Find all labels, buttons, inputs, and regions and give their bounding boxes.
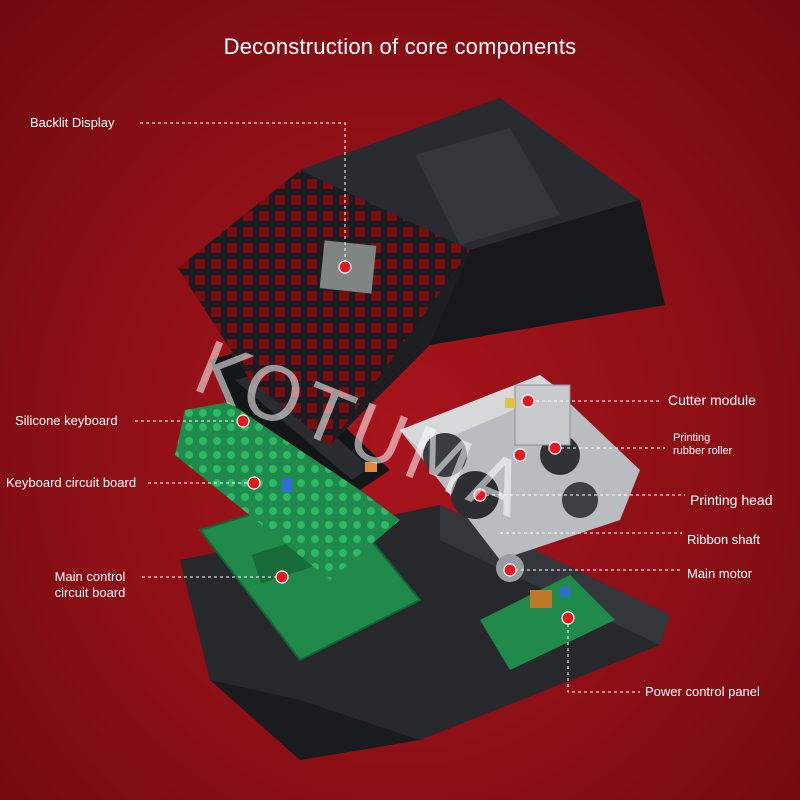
label-printing-roller: Printing rubber roller <box>673 432 732 458</box>
label-main-control-line2: circuit board <box>54 585 126 600</box>
figure-title: Deconstruction of core components <box>223 34 577 59</box>
label-cutter-module: Cutter module <box>668 392 756 408</box>
marker-silicone-keyboard <box>236 414 250 428</box>
label-keyboard-circuit-board: Keyboard circuit board <box>6 475 137 490</box>
label-printing-head: Printing head <box>690 492 773 508</box>
label-ribbon-shaft: Ribbon shaft <box>687 532 760 547</box>
marker-power-control-panel <box>561 611 575 625</box>
leader-lines <box>135 122 685 693</box>
power-panel-shape <box>480 575 615 670</box>
marker-printing-roller-2 <box>513 448 527 462</box>
marker-printing-head <box>473 488 487 502</box>
label-silicone-keyboard: Silicone keyboard <box>15 413 118 428</box>
marker-main-motor <box>503 563 517 577</box>
label-printing-roller-line2: rubber roller <box>673 445 733 457</box>
top-housing-shape <box>178 98 665 445</box>
marker-keyboard-circuit-board <box>247 476 261 490</box>
leader-backlit-display <box>140 122 346 267</box>
print-mechanism-shape <box>400 375 640 582</box>
label-main-motor: Main motor <box>687 566 753 581</box>
label-power-control-panel: Power control panel <box>645 684 760 699</box>
label-main-control: Main control circuit board <box>38 569 142 601</box>
leader-power-control-panel <box>567 618 640 693</box>
marker-backlit-display <box>338 260 352 274</box>
marker-main-control <box>275 570 289 584</box>
label-printing-roller-line1: Printing <box>673 432 711 444</box>
label-main-control-line1: Main control <box>54 569 126 584</box>
marker-printing-roller <box>548 441 562 455</box>
marker-cutter-module <box>521 394 535 408</box>
label-backlit-display: Backlit Display <box>30 115 115 130</box>
markers <box>236 260 575 625</box>
